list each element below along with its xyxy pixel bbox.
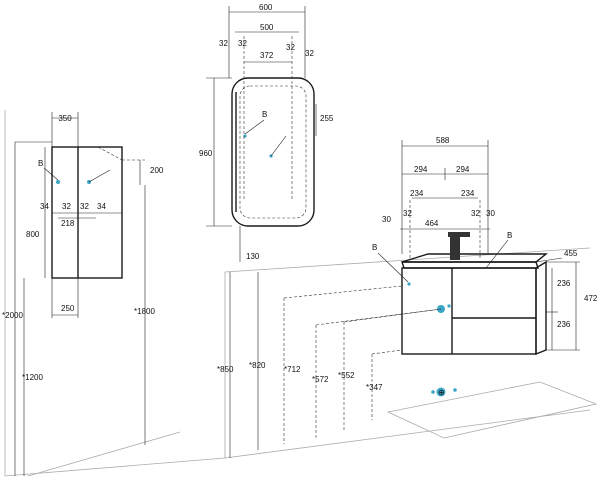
mirror-width-inner: 500 (260, 23, 274, 32)
mirror-side-32a: 32 (219, 39, 228, 48)
vanity-half-b: 294 (456, 165, 470, 174)
cabinet-low-height: *1200 (22, 373, 43, 382)
vanity-h-552: *552 (338, 371, 355, 380)
floor-drain-icon (436, 387, 446, 397)
mirror-point-b: B (262, 110, 267, 119)
vanity-width: 588 (436, 136, 450, 145)
mirror-height: 960 (199, 149, 213, 158)
mirror-offset-255: 255 (320, 114, 334, 123)
floor-lines (4, 110, 598, 477)
cabinet-width-label: 350 (58, 114, 72, 123)
inner-218-label: 218 (61, 219, 75, 228)
spacing-34b-label: 34 (97, 202, 106, 211)
spacing-32a-label: 32 (62, 202, 71, 211)
cabinet-point-b: B (38, 159, 43, 168)
vanity-inner-464: 464 (425, 219, 439, 228)
vanity-h-850: *850 (217, 365, 234, 374)
vanity-drawer-bottom: 236 (557, 320, 571, 329)
mirror-side-32d: 32 (305, 49, 314, 58)
cabinet-mount-height: *1800 (134, 307, 155, 316)
mount-point-icon (56, 180, 60, 184)
vanity-side-30a: 30 (382, 215, 391, 224)
mirror-width-total: 600 (259, 3, 273, 12)
vanity-spacing-234b: 234 (461, 189, 475, 198)
wall-cabinet: 350 200 800 34 32 32 34 218 250 B *2000 … (2, 112, 164, 476)
faucet-icon (450, 232, 460, 260)
vanity-side-30b: 30 (486, 209, 495, 218)
floor-drain-glyph: ⊕ (438, 388, 445, 397)
vanity-side-32a: 32 (403, 209, 412, 218)
vanity-h-820: *820 (249, 361, 266, 370)
vanity-h-712: *712 (284, 365, 301, 374)
spacing-32b-label: 32 (80, 202, 89, 211)
cabinet-total-height: *2000 (2, 311, 23, 320)
mirror-side-32b: 32 (238, 39, 247, 48)
mount-point-icon (407, 282, 411, 286)
vanity-unit: ⊕ 588 294 294 234 234 30 32 464 32 30 45… (217, 136, 598, 458)
vanity-spacing-234a: 234 (410, 189, 424, 198)
vanity-point-b-left: B (372, 243, 377, 252)
vanity-half-a: 294 (414, 165, 428, 174)
mirror-bottom-130: 130 (246, 252, 260, 261)
mirror-inner-372: 372 (260, 51, 274, 60)
vanity-height: 472 (584, 294, 598, 303)
spacing-34a-label: 34 (40, 202, 49, 211)
mirror: 600 500 32 32 32 32 372 960 255 130 B (199, 3, 334, 262)
cabinet-height-label: 800 (26, 230, 40, 239)
cabinet-depth-label: 200 (150, 166, 164, 175)
vanity-h-572: *572 (312, 375, 329, 384)
vanity-depth: 455 (564, 249, 578, 258)
vanity-point-b-right: B (507, 231, 512, 240)
mirror-side-32c: 32 (286, 43, 295, 52)
vanity-drawer-top: 236 (557, 279, 571, 288)
vanity-h-347: *347 (366, 383, 383, 392)
cabinet-bottom-label: 250 (61, 304, 75, 313)
vanity-side-32b: 32 (471, 209, 480, 218)
